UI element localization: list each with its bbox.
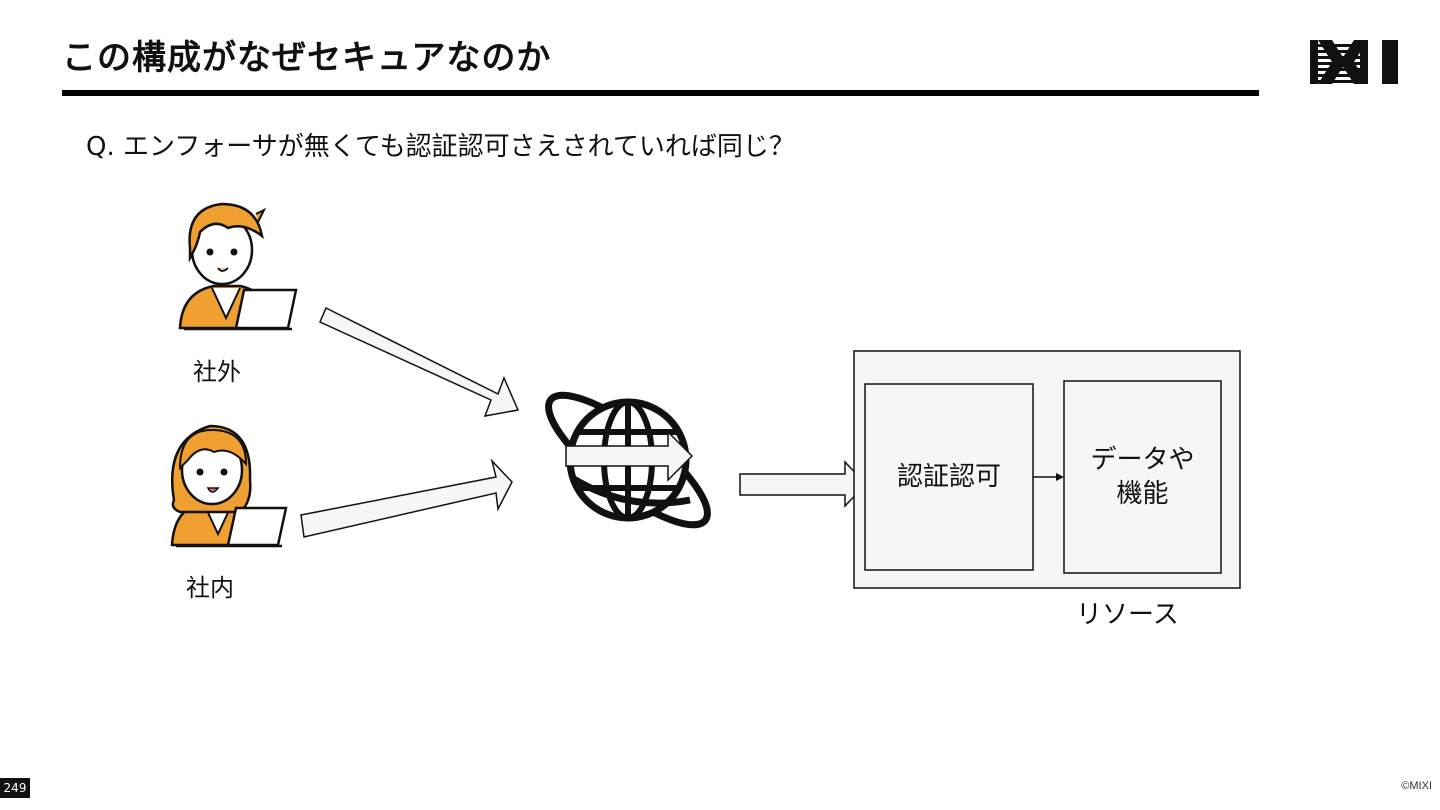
- resource-label: リソース: [1076, 600, 1179, 630]
- copyright: ©MIXI: [1401, 780, 1432, 792]
- arrow-external-to-internet: [319, 306, 520, 417]
- slide-title: この構成がなぜセキュアなのか: [62, 38, 552, 78]
- arrow-internet-to-resource: [739, 460, 868, 508]
- arrow-internal-to-internet: [300, 458, 513, 538]
- external-label: 社外: [193, 358, 241, 386]
- data-box-line1: データや: [1090, 445, 1195, 475]
- question-text: Q. エンフォーサが無くても認証認可さえされていれば同じ？: [86, 132, 795, 162]
- title-rule: [62, 90, 1259, 96]
- internal-user-illustration: [170, 424, 288, 548]
- auth-box-label: 認証認可: [896, 462, 1001, 492]
- external-user-illustration: [178, 202, 298, 331]
- auth-box: [864, 383, 1034, 571]
- data-box-line2: 機能: [1116, 479, 1169, 509]
- internal-label: 社内: [186, 574, 234, 602]
- mixi-logo: [1310, 40, 1398, 84]
- data-box-label: データや 機能: [1064, 443, 1221, 511]
- auth-to-data-arrowhead: [1056, 473, 1064, 481]
- page-number: 249: [0, 778, 30, 798]
- data-box: [1063, 380, 1222, 574]
- internet-globe-icon: [545, 391, 711, 529]
